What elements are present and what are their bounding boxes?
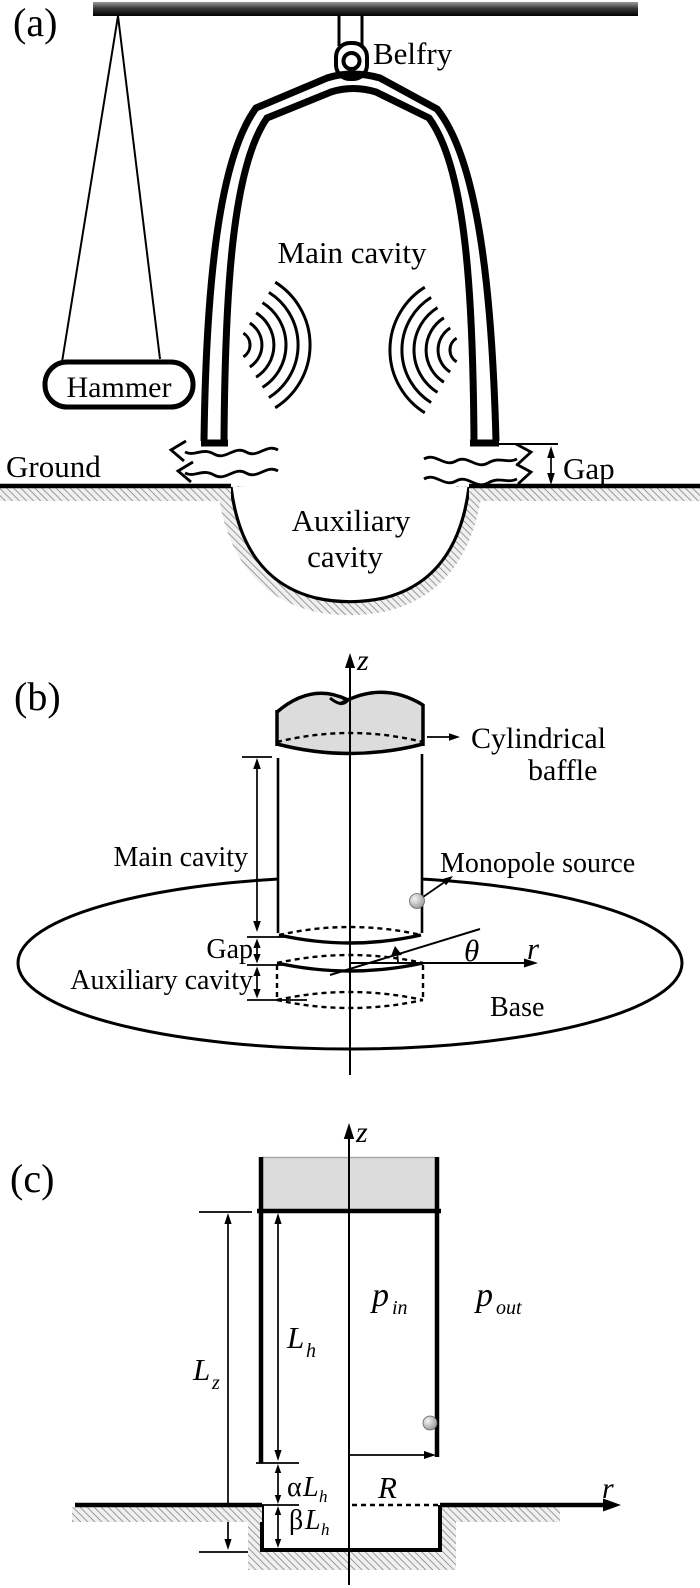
- bell-inner-wall: [220, 85, 478, 442]
- bell-hanger: [334, 16, 369, 81]
- svg-text:h: h: [306, 1340, 316, 1362]
- svg-text:h: h: [319, 1487, 328, 1506]
- panel-b-label: (b): [14, 674, 61, 719]
- z-axis-label-b: z: [356, 644, 369, 677]
- base-label: Base: [490, 992, 544, 1023]
- airflow-arrows-right: [423, 442, 534, 487]
- r-axis-label-b: r: [527, 931, 540, 966]
- gap-dimension-b: [247, 938, 287, 966]
- p-in-label: p in: [370, 1277, 408, 1319]
- ground-surface: [0, 483, 700, 501]
- Lh-dimension: [256, 1213, 299, 1464]
- auxiliary-cavity-label-line1: Auxiliary: [292, 503, 411, 538]
- main-cavity-label-a: Main cavity: [278, 235, 427, 270]
- bell-outline: [200, 70, 500, 447]
- theta-arc: [391, 946, 402, 964]
- z-axis-b: [345, 653, 355, 1075]
- panel-a-label: (a): [13, 0, 57, 45]
- betaLh-dimension: [274, 1506, 282, 1548]
- recess-pit: [248, 1505, 456, 1570]
- baffle-pointer-arrow: [427, 733, 460, 741]
- auxiliary-cavity-dimension: [247, 966, 307, 1001]
- svg-text:out: out: [496, 1297, 522, 1319]
- ground-c: [72, 1498, 621, 1522]
- main-cavity-label-b: Main cavity: [113, 842, 248, 873]
- betaLh-label: β L h: [289, 1505, 330, 1539]
- Lz-label: L z: [192, 1352, 220, 1394]
- hammer-label: Hammer: [67, 371, 172, 404]
- gap-dimension-arrow: [497, 443, 558, 485]
- z-axis-c: [343, 1123, 355, 1585]
- monopole-source-label: Monopole source: [440, 848, 635, 879]
- belfry-label: Belfry: [373, 36, 453, 71]
- svg-text:L: L: [304, 1505, 321, 1536]
- sound-waves-left: [242, 280, 312, 410]
- svg-text:L: L: [192, 1352, 210, 1387]
- auxiliary-cavity-pit: [0, 470, 700, 616]
- monopole-source: [409, 876, 453, 909]
- hammer-suspension-lines: [61, 15, 161, 363]
- sound-waves-right: [388, 285, 458, 415]
- auxiliary-cavity-label-line2: cavity: [307, 539, 383, 574]
- svg-text:p: p: [474, 1277, 493, 1314]
- svg-text:z: z: [211, 1372, 220, 1394]
- R-label: R: [377, 1470, 397, 1505]
- panel-c-label: (c): [10, 1156, 54, 1201]
- ceiling-bar: [93, 2, 638, 16]
- hammer: Hammer: [42, 359, 196, 410]
- svg-text:L: L: [286, 1320, 304, 1355]
- theta-label: θ: [464, 933, 479, 968]
- gap-label-a: Gap: [563, 451, 615, 486]
- pit-hatch-band: [248, 1505, 456, 1570]
- alphaLh-label: α L h: [287, 1472, 328, 1506]
- svg-text:h: h: [321, 1520, 330, 1539]
- pit-outline: [229, 486, 471, 604]
- gap-label-b: Gap: [206, 934, 253, 965]
- panel-c-cross-section: (c) z r p in p out L h L z α L h β L h R: [10, 1116, 621, 1585]
- monopole-dot: [409, 893, 425, 909]
- Lz-dimension: [199, 1211, 293, 1553]
- ground-label: Ground: [6, 449, 101, 484]
- z-axis-label-c: z: [355, 1116, 368, 1149]
- theta-reference-line: [329, 928, 481, 976]
- hammer-pill: [42, 359, 196, 410]
- p-out-label: p out: [474, 1277, 522, 1319]
- cylindrical-baffle-label-line2: baffle: [528, 754, 597, 787]
- panel-b-cylindrical-model: (b) z Cylindrical baffle Main cavity Mon…: [14, 644, 684, 1075]
- main-cavity-dimension: [242, 756, 287, 938]
- bell-outer-wall: [200, 70, 500, 442]
- svg-text:α: α: [287, 1472, 302, 1503]
- monopole-dot-c: [422, 1415, 438, 1431]
- svg-text:L: L: [302, 1472, 319, 1503]
- auxiliary-cavity-label-b: Auxiliary cavity: [70, 965, 253, 996]
- airflow-arrows-left: [168, 439, 279, 484]
- pit-outline-c: [260, 1505, 442, 1552]
- cylindrical-baffle-label-line1: Cylindrical: [471, 722, 606, 755]
- svg-text:β: β: [289, 1505, 303, 1536]
- Lh-label: L h: [286, 1320, 316, 1362]
- svg-text:p: p: [370, 1277, 389, 1314]
- svg-text:in: in: [392, 1297, 408, 1319]
- panel-a-bell-cartoon: Hammer (a) Belfry Main cavity Ground: [0, 0, 700, 616]
- R-dimension: [350, 1451, 436, 1459]
- r-axis-label-c: r: [602, 1472, 614, 1505]
